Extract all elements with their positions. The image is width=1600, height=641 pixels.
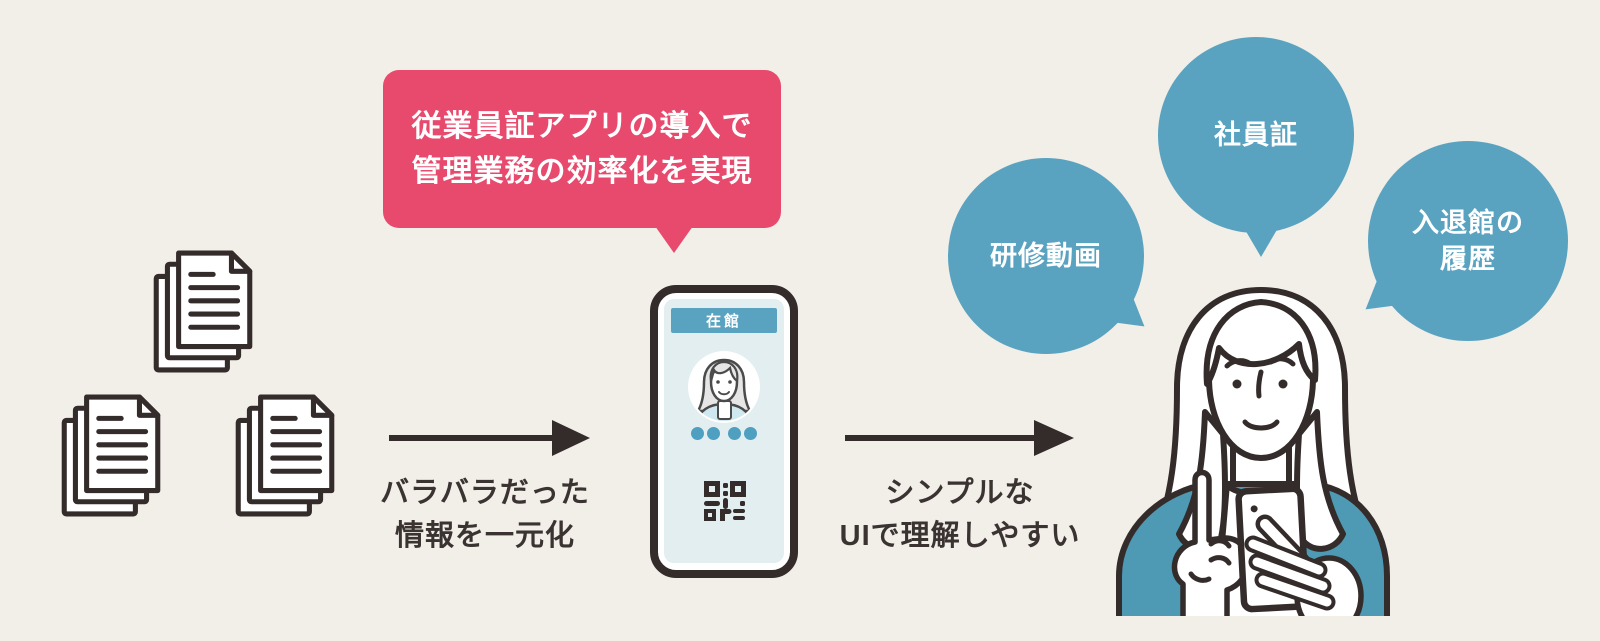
bubble-label: 研修動画	[990, 241, 1102, 271]
status-dot	[728, 427, 741, 440]
feature-bubble-training-videos: 研修動画	[948, 158, 1155, 354]
callout-text: 従業員証アプリの導入で 管理業務の効率化を実現	[411, 110, 753, 188]
phone-screen: 在館	[664, 299, 784, 563]
arrow-right-icon	[842, 419, 1076, 457]
status-dot	[691, 427, 704, 440]
avatar-icon	[688, 351, 760, 423]
status-dot	[744, 427, 757, 440]
status-dots	[664, 427, 784, 440]
qr-code-icon	[704, 481, 746, 526]
document-stack-icon	[152, 250, 254, 374]
document-stack-icon	[60, 394, 162, 518]
callout-bubble: 従業員証アプリの導入で 管理業務の効率化を実現	[383, 70, 781, 253]
arrow-right-icon	[386, 419, 592, 457]
bubble-tail	[1244, 228, 1278, 257]
woman-with-phone-illustration	[1103, 284, 1403, 637]
feature-bubble-entry-exit-history: 入退館の 履歴	[1355, 141, 1568, 341]
status-badge: 在館	[671, 308, 777, 333]
bubble-label: 入退館の 履歴	[1412, 208, 1524, 274]
callout-tail	[655, 226, 693, 253]
left-arrow-caption: バラバラだった 情報を一元化	[380, 477, 590, 552]
feature-bubble-employee-id: 社員証	[1158, 37, 1354, 257]
bubble-label: 社員証	[1214, 120, 1298, 150]
document-stack-icon	[234, 394, 336, 518]
employee-id-phone: 在館	[650, 285, 798, 578]
right-arrow-caption: シンプルな UIで理解しやすい	[839, 477, 1081, 552]
status-dot	[707, 427, 720, 440]
